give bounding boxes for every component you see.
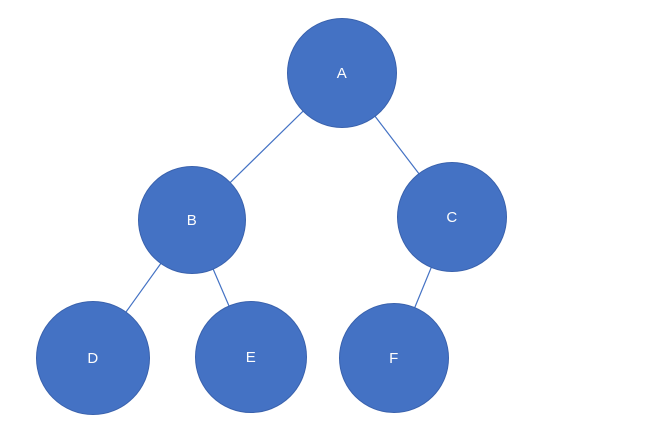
- node-label-F: F: [389, 349, 399, 367]
- node-E[interactable]: E: [195, 301, 307, 413]
- node-label-E: E: [245, 348, 257, 366]
- node-B[interactable]: B: [138, 166, 246, 274]
- node-label-A: A: [336, 64, 348, 82]
- node-label-B: B: [186, 211, 198, 229]
- node-D[interactable]: D: [36, 301, 150, 415]
- node-A[interactable]: A: [287, 18, 397, 128]
- node-F[interactable]: F: [339, 303, 449, 413]
- node-label-D: D: [87, 349, 99, 367]
- node-C[interactable]: C: [397, 162, 507, 272]
- node-label-C: C: [446, 208, 458, 226]
